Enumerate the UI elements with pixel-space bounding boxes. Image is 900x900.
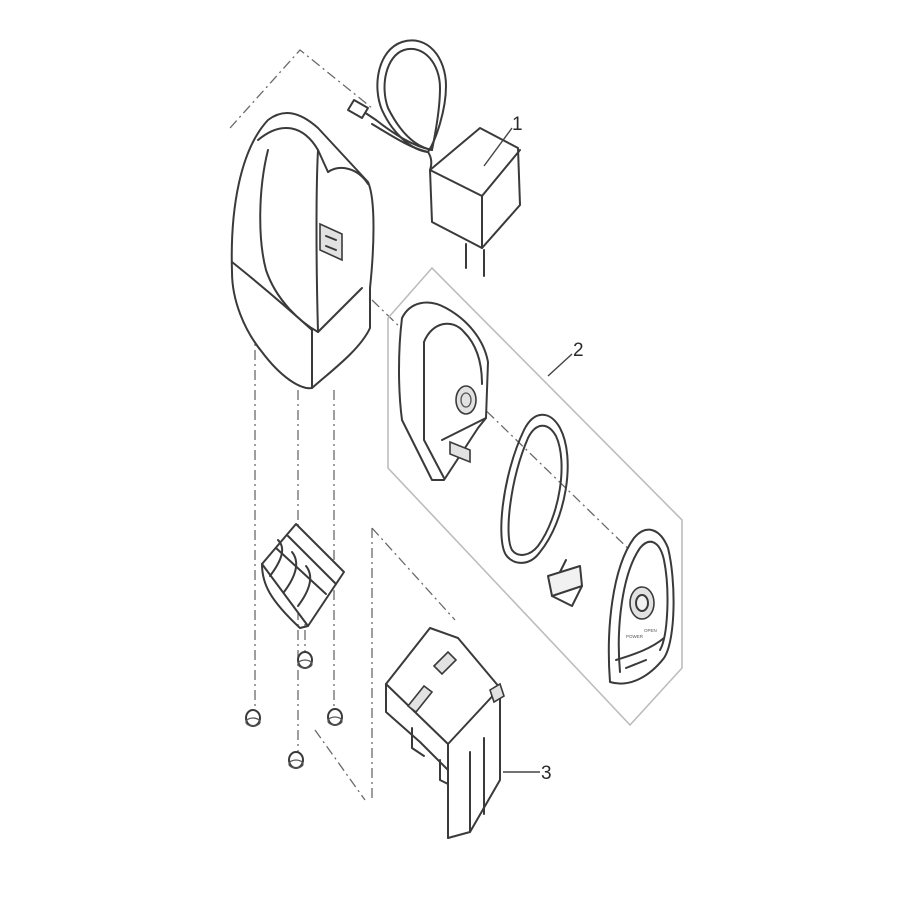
button-panel: POWER OPEN	[607, 528, 675, 685]
part2-group-box	[387, 266, 683, 727]
callout-label: 3	[541, 763, 552, 784]
rubber-foot	[297, 651, 313, 669]
small-clip	[547, 559, 583, 607]
ribbed-foot-pad	[261, 523, 345, 629]
rubber-foot	[288, 751, 304, 769]
callout-label: 2	[573, 340, 584, 361]
callouts: 1 2 3	[483, 114, 584, 784]
callout-label: 1	[512, 114, 523, 135]
seal-gasket	[500, 413, 569, 564]
power-adapter	[347, 39, 521, 277]
power-label: POWER	[626, 634, 644, 639]
arched-cover	[398, 301, 489, 481]
rubber-foot	[245, 709, 261, 727]
open-label: OPEN	[644, 628, 657, 633]
rubber-foot	[327, 708, 343, 726]
base-tray	[385, 627, 505, 839]
main-housing	[230, 112, 375, 390]
rubber-feet	[245, 651, 343, 769]
